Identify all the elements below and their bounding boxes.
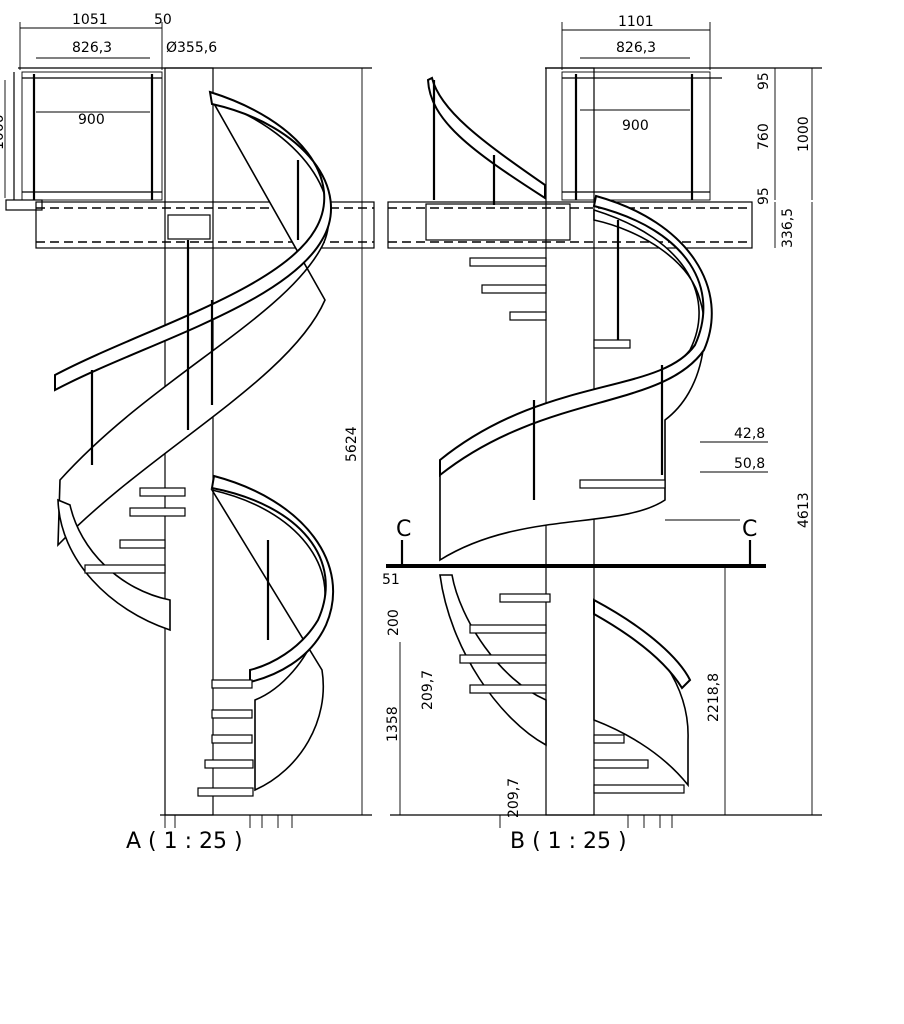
tread xyxy=(481,284,547,294)
dim-landing-height: 1000 xyxy=(0,114,7,150)
dim-riser-gap: 200 xyxy=(386,609,402,636)
dim-panel: 900 xyxy=(78,112,105,128)
dim-rail-offset-1: 42,8 xyxy=(734,426,765,442)
dim-rail-offset-2: 50,8 xyxy=(734,456,765,472)
dim-offset: 50 xyxy=(154,12,172,28)
dim-lower-height: 1358 xyxy=(385,706,401,742)
column-bracket xyxy=(167,214,211,240)
tread xyxy=(579,479,666,489)
tread xyxy=(593,339,631,349)
tread xyxy=(139,487,186,497)
tread xyxy=(129,507,186,517)
view-a-caption: A ( 1 : 25 ) xyxy=(126,829,243,854)
lower-handrail xyxy=(593,598,692,690)
landing-glass-panel xyxy=(21,71,163,201)
tread xyxy=(211,679,253,689)
tread xyxy=(469,624,547,634)
tread xyxy=(119,539,166,549)
dim-overall-width: 1101 xyxy=(618,14,654,30)
dim-inner-width: 826,3 xyxy=(72,40,112,56)
dim-overall-width: 1051 xyxy=(72,12,108,28)
view-b-caption: B ( 1 : 25 ) xyxy=(510,829,627,854)
tread xyxy=(593,759,649,769)
main-stringer xyxy=(439,208,706,562)
section-mark-left: C xyxy=(396,517,411,542)
tread xyxy=(211,709,253,719)
lower-left-stringer xyxy=(57,498,171,632)
tread xyxy=(499,593,551,603)
dim-mid-height: 760 xyxy=(756,123,772,150)
dim-nosing: 51 xyxy=(382,572,400,588)
tread xyxy=(469,257,547,267)
dim-landing-height: 1000 xyxy=(796,116,812,152)
dim-section-height: 2218,8 xyxy=(706,673,722,722)
landing-slab xyxy=(35,201,375,249)
dim-inner-width: 826,3 xyxy=(616,40,656,56)
tread xyxy=(469,684,547,694)
dim-riser: 209,7 xyxy=(420,670,436,710)
dim-total-height: 5624 xyxy=(344,426,360,462)
dim-panel: 900 xyxy=(622,118,649,134)
lower-right-stringer xyxy=(593,598,689,788)
dim-slab: 336,5 xyxy=(780,208,796,248)
dim-total-height: 4613 xyxy=(796,492,812,528)
view-a: 1051 50 826,3 Ø355,6 900 1000 5624 A ( 1… xyxy=(0,12,375,854)
tread xyxy=(84,564,166,574)
tread xyxy=(593,784,685,794)
upper-handrail xyxy=(426,76,546,200)
upper-stringer xyxy=(57,98,330,548)
lower-right-stringer xyxy=(210,488,326,792)
tread xyxy=(211,734,253,744)
dim-column-diameter: Ø355,6 xyxy=(166,40,217,56)
upper-handrail xyxy=(54,90,332,392)
dim-bottom-rail: 95 xyxy=(756,187,772,205)
dim-bottom-riser: 209,7 xyxy=(506,778,522,818)
section-mark-right: C xyxy=(742,517,757,542)
landing-glass-panel xyxy=(561,71,711,201)
landing-slab xyxy=(387,201,753,249)
view-b: C C 1101 826,3 900 95 760 95 1000 336,5 … xyxy=(382,14,822,854)
tread xyxy=(593,734,625,744)
tread xyxy=(204,759,254,769)
dim-top-rail: 95 xyxy=(756,72,772,90)
tread xyxy=(197,787,254,797)
tread xyxy=(509,311,547,321)
main-handrail xyxy=(439,194,713,478)
tread xyxy=(459,654,547,664)
slab-plate xyxy=(425,203,571,241)
